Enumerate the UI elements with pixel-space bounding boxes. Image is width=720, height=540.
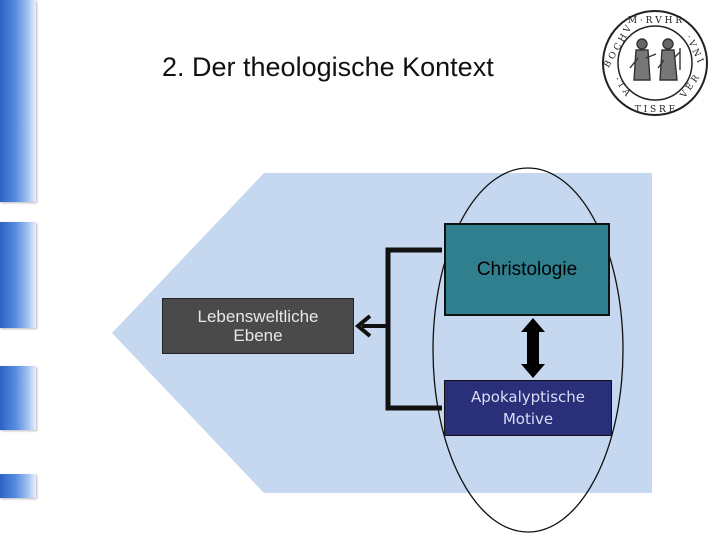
side-decoration (0, 0, 40, 540)
svg-text:M · R V H R: M · R V H R (628, 16, 683, 26)
bracket-connector (385, 247, 442, 411)
apokalyptische-box: Apokalyptische Motive (444, 380, 612, 436)
christology-ellipse (432, 167, 624, 533)
page-title: 2. Der theologische Kontext (162, 52, 494, 82)
lebensweltliche-label: Lebensweltliche Ebene (197, 307, 319, 345)
arrow-head-left-icon (354, 314, 372, 338)
christologie-box: Christologie (444, 223, 610, 316)
apokalyptische-label: Apokalyptische Motive (471, 388, 585, 428)
university-seal-icon: M · R V H R B O C H V · V N I T I S R E … (602, 10, 708, 116)
side-bar-1 (0, 0, 36, 202)
side-bar-3 (0, 366, 36, 430)
christologie-label: Christologie (476, 258, 578, 280)
svg-text:T I S R E: T I S R E (635, 105, 676, 115)
side-bar-2 (0, 222, 36, 328)
double-arrow-icon (521, 318, 545, 378)
side-bar-4 (0, 474, 36, 498)
lebensweltliche-box: Lebensweltliche Ebene (162, 298, 354, 354)
